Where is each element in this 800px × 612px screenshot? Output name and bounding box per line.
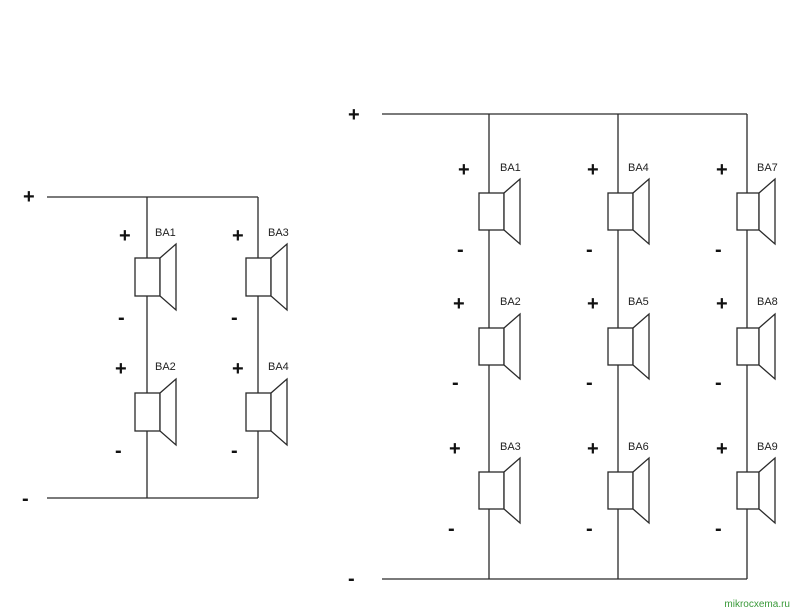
svg-text:+: + [115, 358, 127, 380]
left-speaker-4-label: BA4 [268, 361, 289, 373]
right-speaker-2: + - BA2 [452, 293, 521, 394]
svg-text:+: + [458, 159, 470, 181]
svg-text:-: - [586, 518, 593, 540]
svg-text:+: + [716, 293, 728, 315]
svg-text:-: - [231, 307, 238, 329]
right-terminal-minus: - [348, 568, 355, 590]
right-speaker-2-label: BA2 [500, 296, 521, 308]
right-speaker-5-label: BA5 [628, 296, 649, 308]
site-watermark: mikrocxema.ru [724, 599, 790, 610]
svg-text:-: - [715, 372, 722, 394]
svg-text:-: - [586, 239, 593, 261]
svg-text:+: + [587, 293, 599, 315]
svg-text:+: + [232, 358, 244, 380]
left-speaker-2: + - BA2 [115, 358, 177, 462]
svg-text:+: + [232, 225, 244, 247]
right-speaker-4: + - BA4 [586, 159, 650, 261]
right-speaker-8-label: BA8 [757, 296, 778, 308]
right-speaker-4-label: BA4 [628, 162, 649, 174]
svg-text:-: - [115, 440, 122, 462]
left-speaker-1: + - BA1 [118, 225, 177, 329]
svg-text:-: - [231, 440, 238, 462]
right-speaker-3-label: BA3 [500, 441, 521, 453]
right-speaker-6-label: BA6 [628, 441, 649, 453]
svg-text:-: - [118, 307, 125, 329]
svg-text:-: - [715, 518, 722, 540]
right-speaker-8: + - BA8 [715, 293, 778, 394]
svg-text:-: - [457, 239, 464, 261]
svg-text:+: + [587, 438, 599, 460]
svg-text:-: - [586, 372, 593, 394]
svg-text:+: + [587, 159, 599, 181]
right-speaker-9-label: BA9 [757, 441, 778, 453]
left-speaker-2-label: BA2 [155, 361, 176, 373]
svg-text:+: + [453, 293, 465, 315]
svg-text:+: + [716, 159, 728, 181]
left-speaker-3: + - BA3 [231, 225, 289, 329]
right-speaker-1: + - BA1 [457, 159, 521, 261]
svg-text:+: + [716, 438, 728, 460]
right-circuit: + - + - BA1 + - BA2 + - BA3 + [348, 104, 778, 590]
right-speaker-7: + - BA7 [715, 159, 778, 261]
left-circuit: + - + - BA1 + - BA2 + - BA3 + - [22, 186, 289, 510]
right-speaker-5: + - BA5 [586, 293, 650, 394]
right-speaker-3: + - BA3 [448, 438, 521, 540]
svg-text:+: + [119, 225, 131, 247]
right-speaker-1-label: BA1 [500, 162, 521, 174]
left-terminal-minus: - [22, 488, 29, 510]
right-speaker-9: + - BA9 [715, 438, 778, 540]
left-speaker-1-label: BA1 [155, 227, 176, 239]
svg-text:-: - [448, 518, 455, 540]
right-speaker-7-label: BA7 [757, 162, 778, 174]
svg-text:+: + [449, 438, 461, 460]
svg-text:-: - [452, 372, 459, 394]
right-terminal-plus: + [348, 104, 360, 126]
right-speaker-6: + - BA6 [586, 438, 650, 540]
left-speaker-4: + - BA4 [231, 358, 289, 462]
svg-text:-: - [715, 239, 722, 261]
left-speaker-3-label: BA3 [268, 227, 289, 239]
left-terminal-plus: + [23, 186, 35, 208]
